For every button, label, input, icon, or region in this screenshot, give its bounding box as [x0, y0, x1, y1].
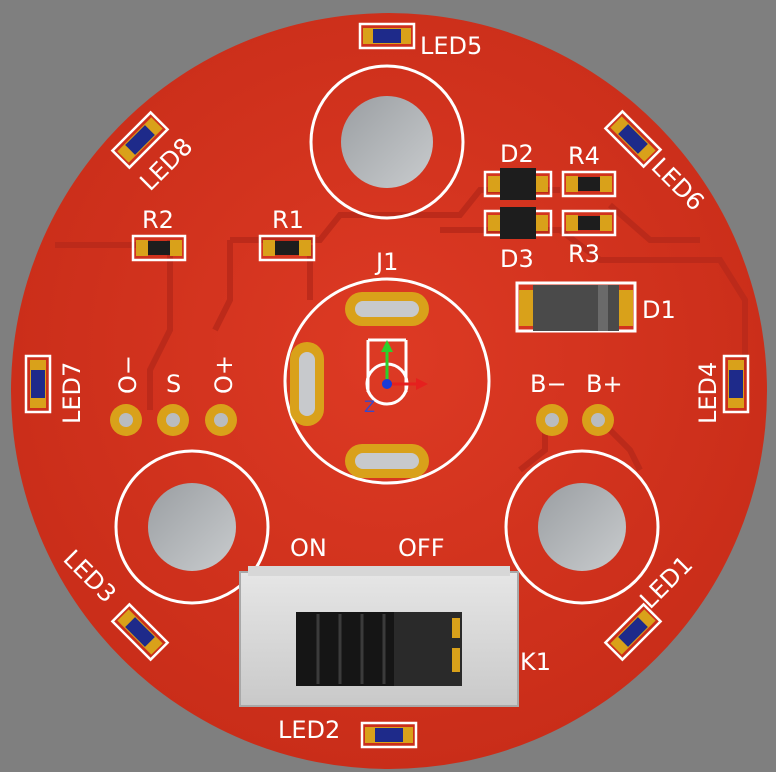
label-o-plus: O+: [210, 355, 238, 394]
led8-component: [110, 110, 170, 170]
d3-diode: [483, 207, 553, 239]
pad-b-plus: [582, 404, 614, 436]
d1-diode: [515, 281, 637, 333]
label-b-minus: B−: [530, 370, 567, 398]
label-on: ON: [290, 534, 327, 562]
led5-component: [358, 22, 416, 50]
label-r1: R1: [272, 206, 304, 234]
k1-switch: [239, 566, 519, 707]
label-led2: LED2: [278, 716, 340, 744]
d2-diode: [483, 168, 553, 200]
label-o-minus: O−: [114, 355, 142, 394]
label-s: S: [166, 370, 181, 398]
led4-component: [722, 354, 750, 414]
label-b-plus: B+: [586, 370, 623, 398]
pad-o-minus: [110, 404, 142, 436]
mount-hole-left: [114, 449, 270, 605]
led7-component: [24, 354, 52, 414]
label-d3: D3: [500, 245, 534, 273]
led3-component: [110, 602, 170, 662]
mount-hole-top: [309, 64, 465, 220]
label-r2: R2: [142, 206, 174, 234]
label-led7: LED7: [58, 362, 86, 424]
j1-connector: [283, 277, 491, 485]
r3-resistor: [561, 209, 617, 237]
label-led4: LED4: [694, 362, 722, 424]
mount-hole-right: [504, 449, 660, 605]
r4-resistor: [561, 170, 617, 198]
label-d2: D2: [500, 140, 534, 168]
label-j1: J1: [374, 248, 398, 276]
pad-o-plus: [205, 404, 237, 436]
r2-resistor: [131, 234, 187, 262]
label-d1: D1: [642, 296, 676, 324]
r1-resistor: [258, 234, 316, 262]
label-r4: R4: [568, 142, 600, 170]
pad-b-minus: [536, 404, 568, 436]
label-led5: LED5: [420, 32, 482, 60]
label-k1: K1: [520, 648, 551, 676]
pcb-board: [11, 13, 767, 769]
label-r3: R3: [568, 240, 600, 268]
axis-z-label: Z: [364, 397, 375, 416]
led2-component: [360, 721, 418, 749]
pad-s: [157, 404, 189, 436]
led1-component: [603, 602, 663, 662]
led6-component: [603, 109, 663, 169]
label-off: OFF: [398, 534, 445, 562]
